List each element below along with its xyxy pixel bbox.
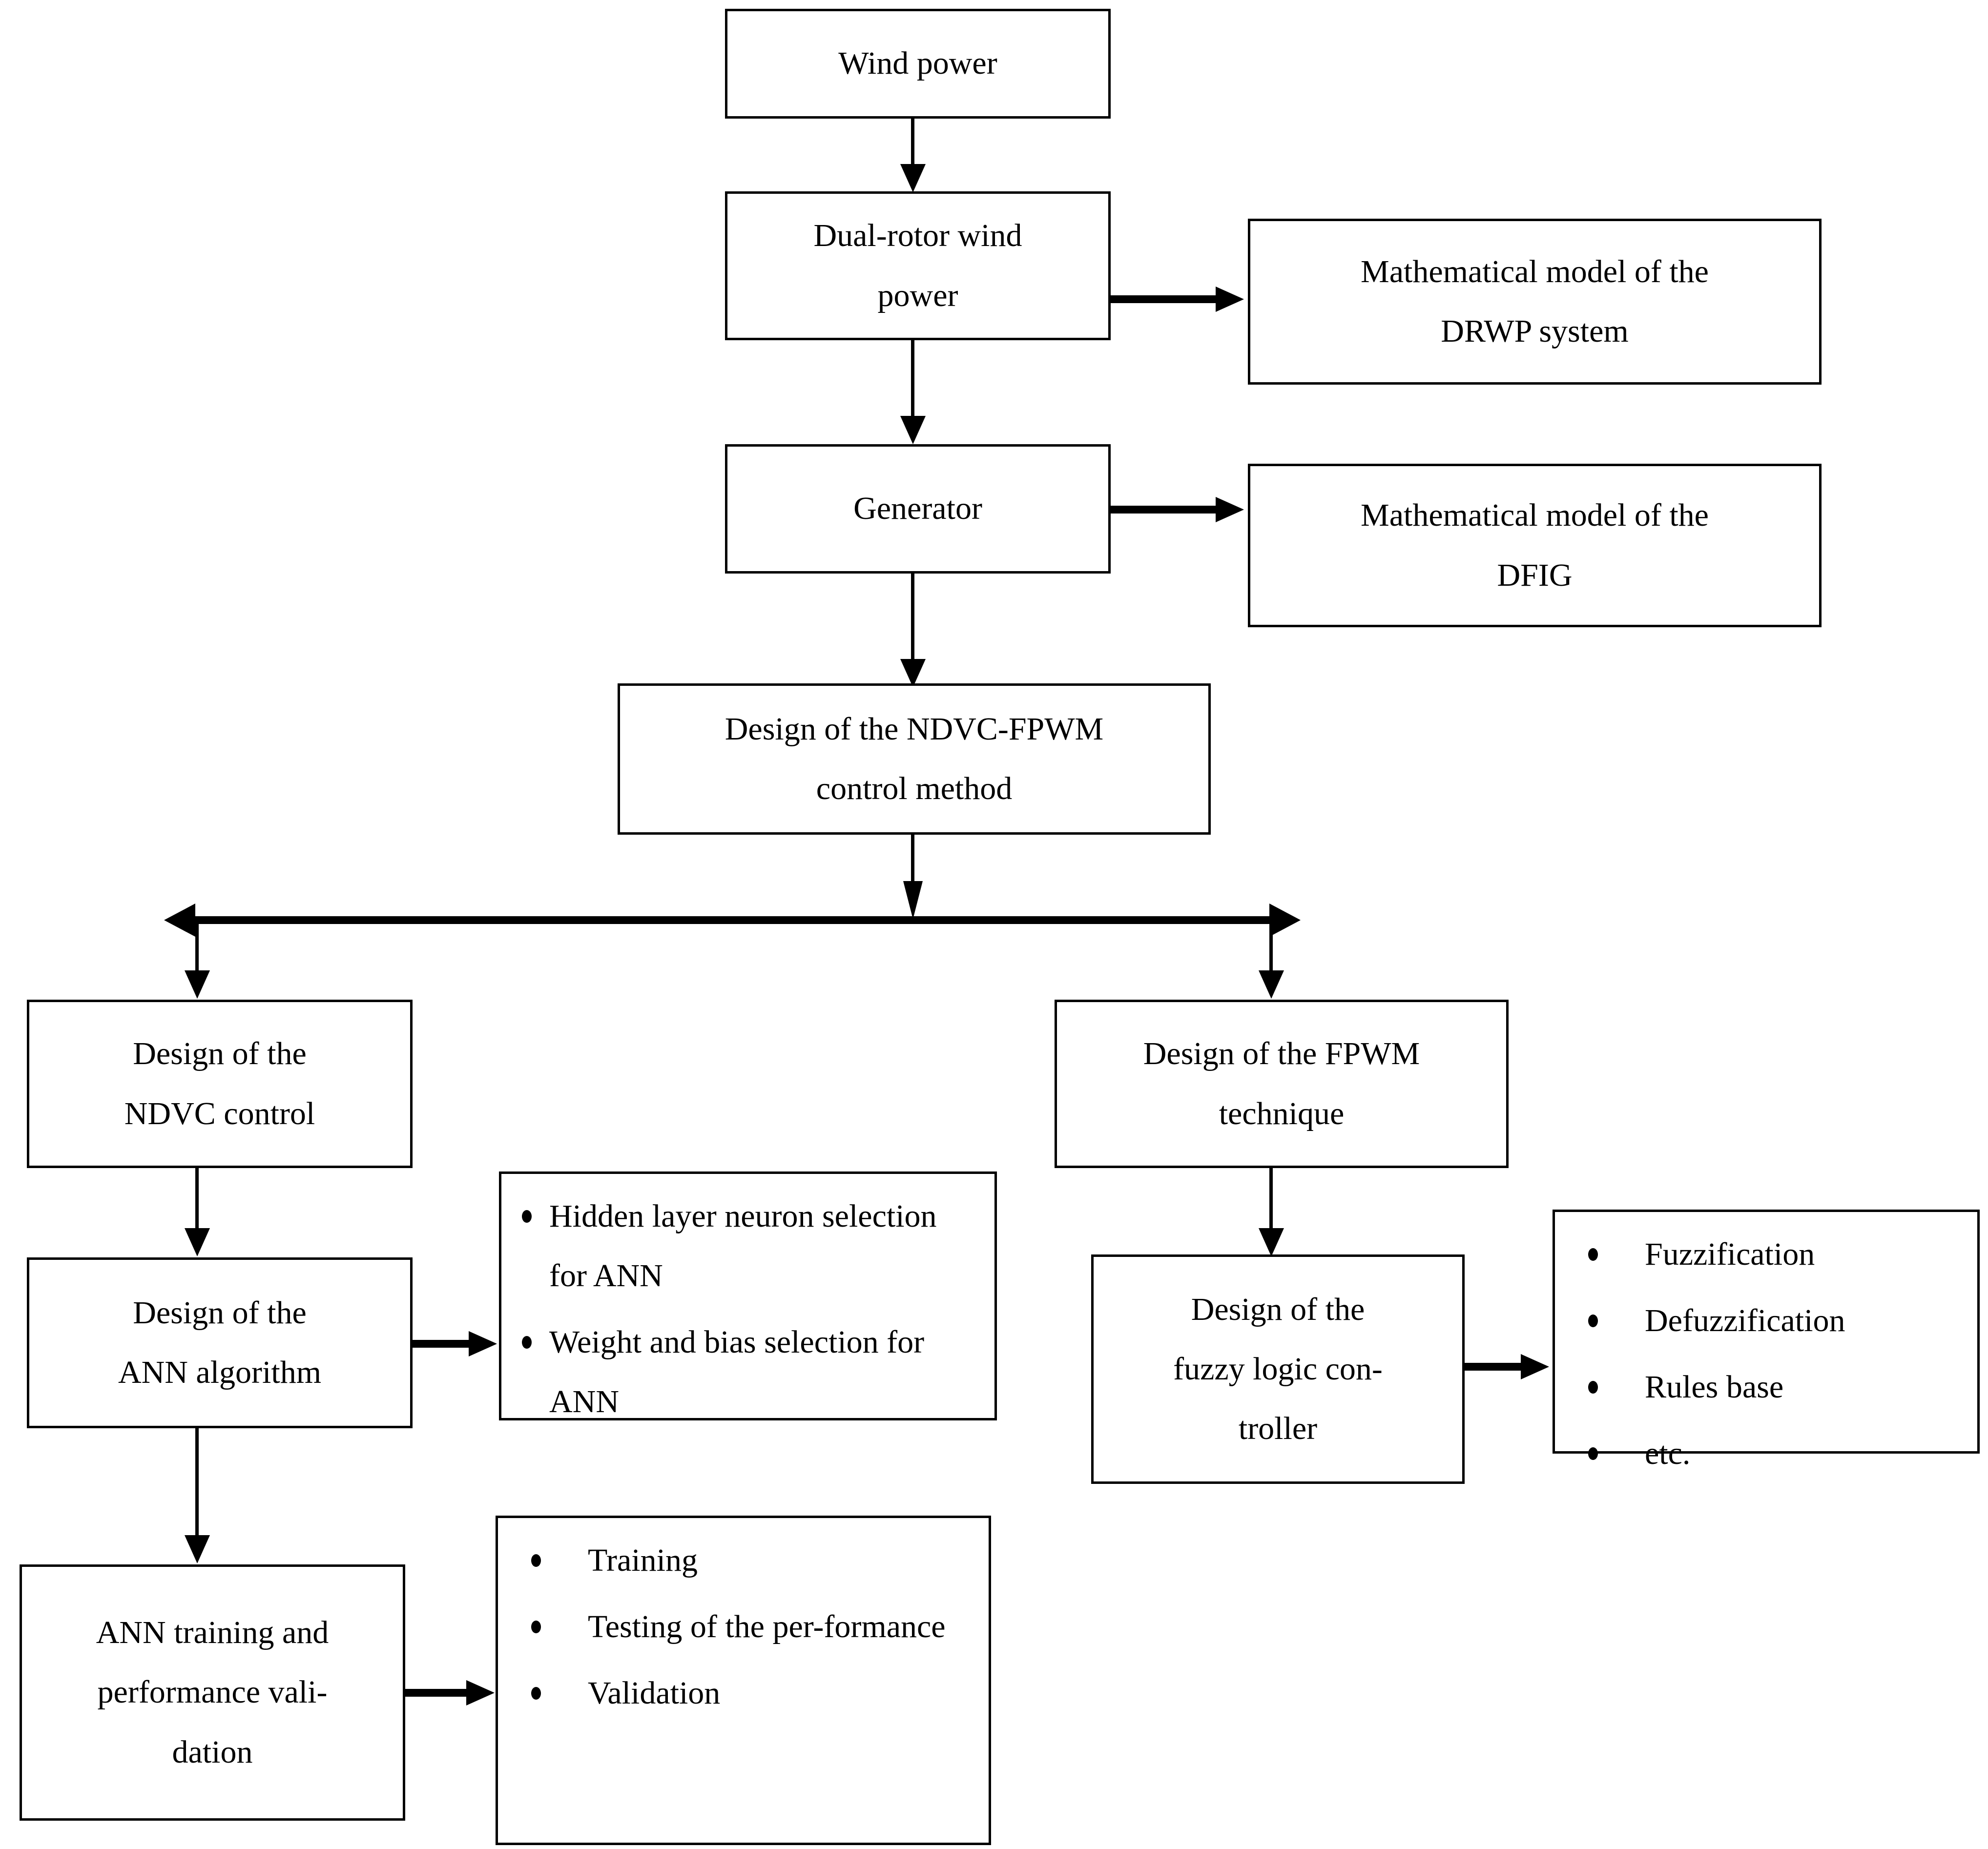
node-ann-algorithm-design[interactable]: Design of the ANN algorithm xyxy=(27,1257,413,1428)
node-fpwm-technique-design-label: Design of the FPWM technique xyxy=(1064,1024,1499,1143)
node-ndvc-control-line2: NDVC control xyxy=(124,1095,315,1131)
connector-ndvc-control-to-ann xyxy=(195,1168,199,1232)
node-ann-training-line3: dation xyxy=(172,1734,253,1770)
ann-details-list: Hidden layer neuron selection for ANN We… xyxy=(518,1187,980,1432)
training-details-list: Training Testing of the per-formance Val… xyxy=(515,1531,974,1723)
arrowhead-ndvcfpwm-to-split xyxy=(903,881,923,919)
node-drwp-line1: Dual-rotor wind xyxy=(813,218,1022,254)
node-ann-training-line2: performance vali- xyxy=(97,1674,328,1710)
connector-split-to-ndvc-control xyxy=(195,920,199,974)
node-ndvcfpwm-line2: control method xyxy=(816,771,1013,806)
node-ann-selection-details[interactable]: Hidden layer neuron selection for ANN We… xyxy=(499,1171,997,1420)
arrowhead-fuzzy-to-details xyxy=(1521,1354,1549,1379)
node-fuzzy-details[interactable]: Fuzzification Defuzzification Rules base… xyxy=(1553,1210,1980,1471)
node-fuzzy-line1: Design of the xyxy=(1191,1291,1365,1327)
node-ann-training-line1: ANN training and xyxy=(96,1615,329,1651)
connector-fpwm-to-fuzzy xyxy=(1269,1168,1273,1232)
node-dual-rotor-wind-power-label: Dual-rotor wind power xyxy=(734,206,1101,325)
node-fpwm-line1: Design of the FPWM xyxy=(1143,1036,1420,1072)
node-generator-label: Generator xyxy=(853,491,982,527)
arrowhead-drwp-to-model xyxy=(1216,287,1244,312)
node-ndvc-fpwm-design[interactable]: Design of the NDVC-FPWM control method xyxy=(618,683,1211,835)
node-model-dfig-line2: DFIG xyxy=(1497,557,1573,593)
node-ndvc-fpwm-design-label: Design of the NDVC-FPWM control method xyxy=(627,699,1201,819)
ann-details-item-1: Hidden layer neuron selection for ANN xyxy=(518,1187,980,1306)
arrowhead-training-to-details xyxy=(466,1680,495,1705)
node-ann-algorithm-design-label: Design of the ANN algorithm xyxy=(36,1283,403,1402)
node-math-model-drwp[interactable]: Mathematical model of the DRWP system xyxy=(1248,219,1822,385)
arrowhead-fpwm-to-fuzzy xyxy=(1259,1228,1284,1256)
node-generator[interactable]: Generator xyxy=(725,444,1111,574)
fuzzy-details-item-4: etc. xyxy=(1572,1424,1963,1483)
arrowhead-ann-to-training xyxy=(185,1535,210,1563)
connector-ann-to-details xyxy=(413,1340,471,1348)
node-ndvcfpwm-line1: Design of the NDVC-FPWM xyxy=(725,711,1104,747)
node-math-model-dfig-label: Mathematical model of the DFIG xyxy=(1257,486,1812,605)
node-training-details[interactable]: Training Testing of the per-formance Val… xyxy=(496,1516,991,1845)
node-fpwm-line2: technique xyxy=(1219,1095,1345,1131)
arrowhead-wind-to-drwp xyxy=(900,164,926,192)
node-ann-algorithm-line1: Design of the xyxy=(133,1294,307,1331)
node-fuzzy-line2: fuzzy logic con- xyxy=(1173,1351,1383,1387)
arrowhead-drwp-to-generator xyxy=(900,416,926,444)
connector-ann-to-training xyxy=(195,1428,199,1538)
node-ann-algorithm-line2: ANN algorithm xyxy=(118,1355,322,1390)
node-math-model-dfig[interactable]: Mathematical model of the DFIG xyxy=(1248,464,1822,627)
node-drwp-line2: power xyxy=(877,277,958,313)
node-model-drwp-line2: DRWP system xyxy=(1441,313,1629,349)
node-math-model-drwp-label: Mathematical model of the DRWP system xyxy=(1257,242,1812,361)
connector-wind-to-drwp xyxy=(911,119,914,167)
arrowhead-split-to-ndvc-control xyxy=(185,970,210,999)
ann-details-item-2: Weight and bias selection for ANN xyxy=(518,1313,980,1432)
node-fuzzy-controller-design-label: Design of the fuzzy logic con- troller xyxy=(1100,1280,1455,1459)
split-bar-right-arrowhead xyxy=(1269,904,1301,937)
node-dual-rotor-wind-power[interactable]: Dual-rotor wind power xyxy=(725,191,1111,340)
fuzzy-details-list: Fuzzification Defuzzification Rules base… xyxy=(1572,1225,1963,1483)
connector-split-to-fpwm xyxy=(1269,920,1273,974)
node-fuzzy-line3: troller xyxy=(1238,1411,1318,1447)
node-ndvc-control-design[interactable]: Design of the NDVC control xyxy=(27,1000,413,1168)
connector-generator-to-model xyxy=(1111,506,1218,514)
connector-drwp-to-model xyxy=(1111,295,1218,303)
node-model-drwp-line1: Mathematical model of the xyxy=(1361,253,1709,289)
node-model-dfig-line1: Mathematical model of the xyxy=(1361,497,1709,534)
training-details-item-1: Training xyxy=(515,1531,974,1590)
arrowhead-ndvc-control-to-ann xyxy=(185,1228,210,1256)
node-wind-power[interactable]: Wind power xyxy=(725,9,1111,119)
fuzzy-details-item-1: Fuzzification xyxy=(1572,1225,1963,1284)
node-ndvc-control-line1: Design of the xyxy=(133,1036,307,1072)
arrowhead-split-to-fpwm xyxy=(1259,970,1284,999)
arrowhead-ann-to-details xyxy=(469,1331,497,1356)
connector-fuzzy-to-details xyxy=(1465,1363,1523,1371)
connector-generator-to-ndvcfpwm xyxy=(911,574,914,664)
node-fuzzy-controller-design[interactable]: Design of the fuzzy logic con- troller xyxy=(1091,1254,1465,1484)
node-ann-training-validation-label: ANN training and performance vali- datio… xyxy=(29,1603,396,1782)
split-bar-left-arrowhead xyxy=(164,904,195,937)
node-ann-training-validation[interactable]: ANN training and performance vali- datio… xyxy=(20,1564,405,1821)
fuzzy-details-item-2: Defuzzification xyxy=(1572,1291,1963,1351)
connector-training-to-details xyxy=(405,1689,469,1697)
connector-drwp-to-generator xyxy=(911,340,914,421)
node-ndvc-control-design-label: Design of the NDVC control xyxy=(36,1024,403,1143)
node-wind-power-label: Wind power xyxy=(838,45,997,82)
connector-ndvcfpwm-to-split xyxy=(911,835,914,888)
training-details-item-2: Testing of the per-formance xyxy=(515,1597,974,1657)
fuzzy-details-item-3: Rules base xyxy=(1572,1357,1963,1417)
node-fpwm-technique-design[interactable]: Design of the FPWM technique xyxy=(1055,1000,1509,1168)
arrowhead-generator-to-model xyxy=(1216,497,1244,522)
training-details-item-3: Validation xyxy=(515,1664,974,1723)
arrowhead-generator-to-ndvcfpwm xyxy=(900,659,926,687)
split-bar xyxy=(195,916,1269,924)
